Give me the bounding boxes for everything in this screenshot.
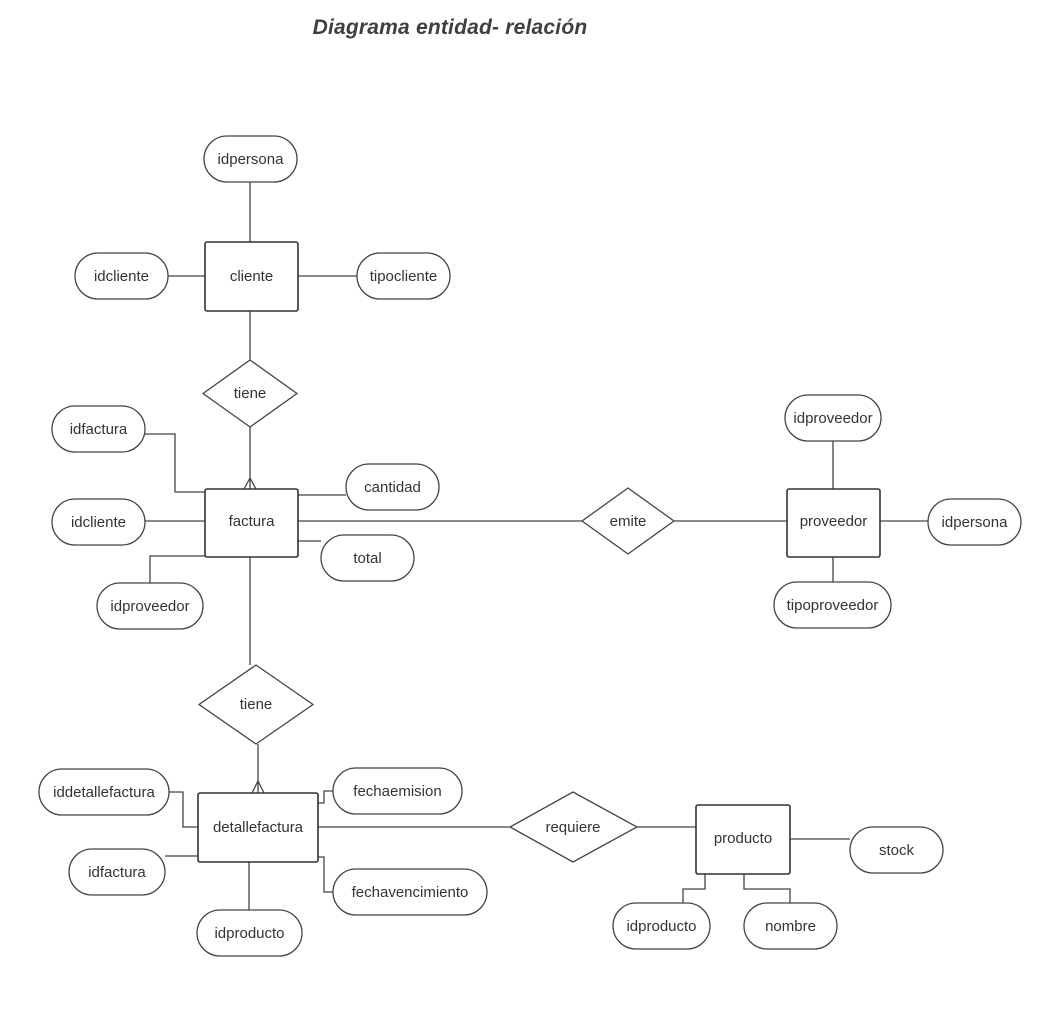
attr-producto-nombre[interactable]: nombre — [743, 902, 838, 950]
entity-proveedor[interactable]: proveedor — [786, 488, 881, 558]
attr-factura-total[interactable]: total — [320, 534, 415, 582]
relationship-factura-proveedor-label: emite — [610, 513, 647, 530]
diagram-title: Diagrama entidad- relación — [312, 16, 588, 39]
relationship-cliente-factura[interactable]: tiene — [201, 359, 299, 428]
attr-cliente-tipocliente-label: tipocliente — [370, 268, 438, 285]
entity-factura-label: factura — [229, 513, 276, 530]
attr-cliente-tipocliente[interactable]: tipocliente — [356, 252, 451, 300]
attr-producto-idproducto-label: idproducto — [626, 918, 696, 935]
attr-factura-total-label: total — [353, 550, 381, 567]
attr-proveedor-idpersona-label: idpersona — [942, 514, 1009, 531]
attr-detalle-fechavencimiento-label: fechavencimiento — [352, 884, 469, 901]
relationship-detalle-producto-label: requiere — [545, 819, 600, 836]
attr-detalle-fechaemision-label: fechaemision — [353, 783, 441, 800]
attr-proveedor-tipoproveedor-label: tipoproveedor — [787, 597, 879, 614]
attr-factura-idcliente[interactable]: idcliente — [51, 498, 146, 546]
attr-proveedor-idproveedor-label: idproveedor — [793, 410, 872, 427]
attr-producto-stock[interactable]: stock — [849, 826, 944, 874]
attr-producto-idproducto[interactable]: idproducto — [612, 902, 711, 950]
edge-factura-idproveedor — [149, 555, 205, 583]
entity-detallefactura[interactable]: detallefactura — [197, 792, 319, 863]
attr-detalle-idfactura-label: idfactura — [88, 864, 146, 881]
entity-detallefactura-label: detallefactura — [213, 819, 304, 836]
attr-detalle-idproducto-label: idproducto — [214, 925, 284, 942]
relationship-factura-detalle-label: tiene — [240, 696, 273, 713]
attr-producto-stock-label: stock — [879, 842, 915, 859]
attr-detalle-fechavencimiento[interactable]: fechavencimiento — [332, 868, 488, 916]
attr-cliente-idcliente-label: idcliente — [94, 268, 149, 285]
attr-factura-idfactura[interactable]: idfactura — [51, 405, 146, 453]
entity-producto[interactable]: producto — [695, 804, 791, 875]
relationship-detalle-producto[interactable]: requiere — [508, 791, 639, 863]
attr-cliente-idpersona-label: idpersona — [218, 151, 285, 168]
relationship-factura-proveedor[interactable]: emite — [580, 487, 676, 555]
entity-cliente[interactable]: cliente — [204, 241, 299, 312]
attr-detalle-iddetallefactura-label: iddetallefactura — [53, 784, 155, 801]
attr-detalle-fechaemision[interactable]: fechaemision — [332, 767, 463, 815]
attr-detalle-iddetallefactura[interactable]: iddetallefactura — [38, 768, 170, 816]
edge-detalle-iddetallefactura — [169, 791, 198, 828]
attr-factura-idproveedor[interactable]: idproveedor — [96, 582, 204, 630]
entity-cliente-label: cliente — [230, 268, 273, 285]
entity-factura[interactable]: factura — [204, 488, 299, 558]
attr-factura-cantidad[interactable]: cantidad — [345, 463, 440, 511]
edge-factura-idfactura — [145, 433, 205, 493]
edge-detalle-fechavencimiento — [318, 856, 333, 893]
entity-producto-label: producto — [714, 830, 772, 847]
crowsfoot-detalle — [251, 780, 265, 794]
attr-detalle-idfactura[interactable]: idfactura — [68, 848, 166, 896]
attr-proveedor-tipoproveedor[interactable]: tipoproveedor — [773, 581, 892, 629]
edge-producto-idproducto — [682, 874, 706, 903]
attr-cliente-idpersona[interactable]: idpersona — [203, 135, 298, 183]
relationship-factura-detalle[interactable]: tiene — [197, 664, 315, 745]
attr-factura-idfactura-label: idfactura — [70, 421, 128, 438]
attr-detalle-idproducto[interactable]: idproducto — [196, 909, 303, 957]
attr-factura-idproveedor-label: idproveedor — [110, 598, 189, 615]
attr-producto-nombre-label: nombre — [765, 918, 816, 935]
edge-detalle-fechaemision — [318, 790, 333, 804]
crowsfoot-factura — [243, 477, 257, 490]
connectors — [145, 182, 928, 910]
entity-proveedor-label: proveedor — [800, 513, 868, 530]
attr-factura-cantidad-label: cantidad — [364, 479, 421, 496]
attr-proveedor-idpersona[interactable]: idpersona — [927, 498, 1022, 546]
attr-proveedor-idproveedor[interactable]: idproveedor — [784, 394, 882, 442]
relationship-cliente-factura-label: tiene — [234, 385, 267, 402]
attr-factura-idcliente-label: idcliente — [71, 514, 126, 531]
edge-producto-nombre — [743, 874, 791, 903]
attr-cliente-idcliente[interactable]: idcliente — [74, 252, 169, 300]
